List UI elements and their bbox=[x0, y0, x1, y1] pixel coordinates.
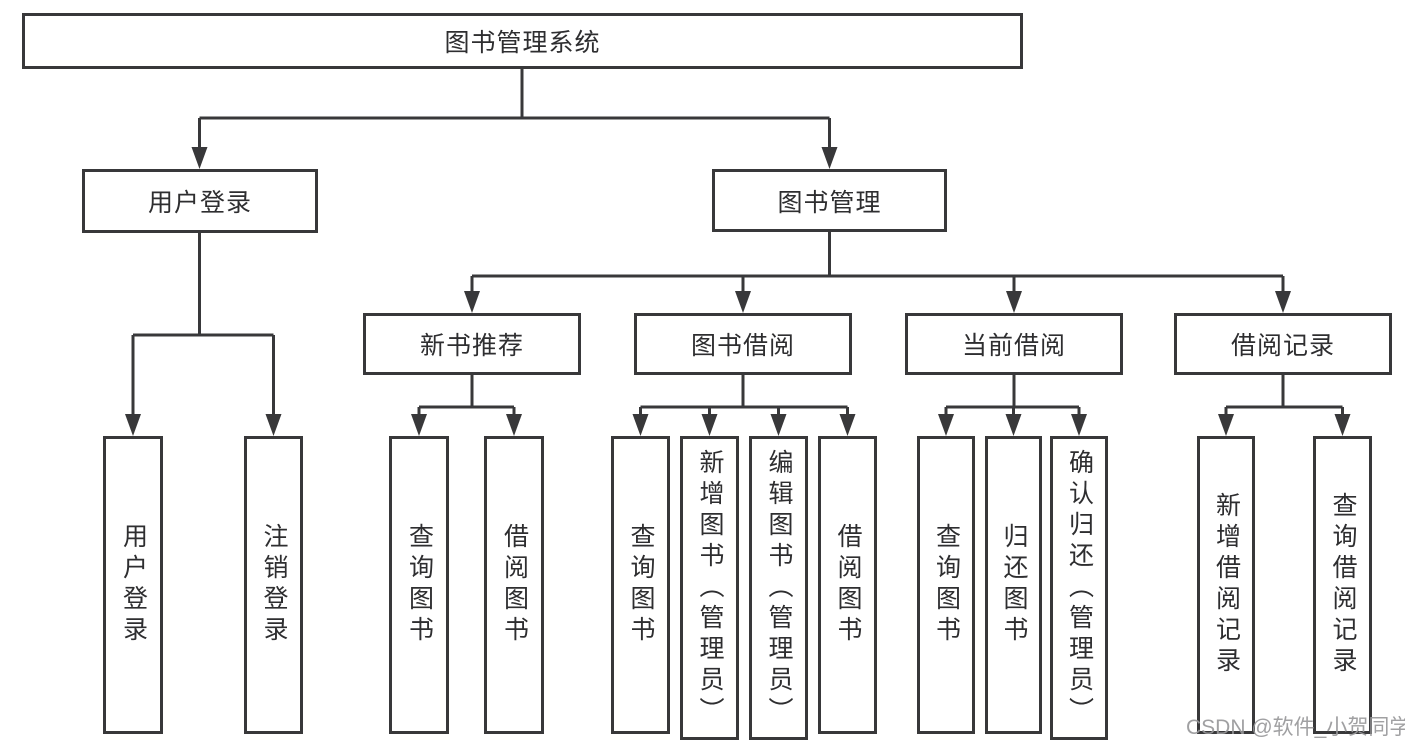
leaf-rec-query-books: 查询图书 bbox=[389, 436, 449, 734]
leaf-cb-return-books-label: 归还图书 bbox=[1000, 523, 1028, 647]
leaf-rec-borrow-books: 借阅图书 bbox=[484, 436, 544, 734]
node-book-mgmt: 图书管理 bbox=[712, 169, 947, 232]
arrowheads-user-login-leaves bbox=[125, 414, 282, 436]
connector-user-login-to-leaves bbox=[131, 233, 275, 418]
leaf-bb-query-books: 查询图书 bbox=[611, 436, 670, 734]
connector-book-borrow-to-leaves bbox=[639, 375, 849, 418]
leaf-user-login-label: 用户登录 bbox=[119, 523, 148, 647]
leaf-br-add-record: 新增借阅记录 bbox=[1197, 436, 1255, 734]
leaf-br-query-record-label: 查询借阅记录 bbox=[1329, 492, 1357, 678]
node-borrow-records: 借阅记录 bbox=[1174, 313, 1392, 375]
leaf-logout-label: 注销登录 bbox=[260, 523, 288, 647]
leaf-bb-add-books-admin: 新增图书（管理员） bbox=[680, 436, 739, 740]
node-book-borrow: 图书借阅 bbox=[634, 313, 852, 375]
csdn-watermark: CSDN @软件_小贺同学 bbox=[1186, 716, 1405, 739]
node-current-borrow-label: 当前借阅 bbox=[961, 332, 1066, 360]
node-root: 图书管理系统 bbox=[22, 13, 1023, 69]
connector-root-to-level2 bbox=[198, 68, 831, 150]
node-new-book-rec-label: 新书推荐 bbox=[419, 332, 524, 360]
leaf-br-add-record-label: 新增借阅记录 bbox=[1212, 492, 1241, 678]
leaf-cb-confirm-return-admin: 确认归还（管理员） bbox=[1050, 436, 1108, 740]
leaf-cb-query-books: 查询图书 bbox=[917, 436, 975, 734]
connector-current-borrow-to-leaves bbox=[944, 375, 1081, 418]
node-book-mgmt-label: 图书管理 bbox=[777, 188, 882, 217]
connector-new-book-rec-to-leaves bbox=[417, 375, 516, 418]
connector-borrow-records-to-leaves bbox=[1224, 375, 1344, 418]
arrowheads-book-borrow-leaves bbox=[632, 414, 856, 436]
leaf-rec-query-books-label: 查询图书 bbox=[405, 523, 434, 647]
leaf-cb-return-books: 归还图书 bbox=[985, 436, 1042, 734]
connector-book-mgmt-to-level3 bbox=[470, 232, 1285, 295]
arrowheads-new-book-rec-leaves bbox=[411, 414, 522, 436]
leaf-rec-borrow-books-label: 借阅图书 bbox=[500, 523, 529, 647]
leaf-bb-edit-books-admin: 编辑图书（管理员） bbox=[749, 436, 808, 740]
node-new-book-rec: 新书推荐 bbox=[363, 313, 581, 375]
leaf-bb-borrow-books-label: 借阅图书 bbox=[834, 523, 862, 647]
arrowheads-level2 bbox=[191, 147, 838, 169]
node-current-borrow: 当前借阅 bbox=[905, 313, 1123, 375]
arrowheads-level3 bbox=[464, 291, 1291, 313]
node-root-label: 图书管理系统 bbox=[444, 29, 601, 57]
arrowheads-current-borrow-leaves bbox=[938, 414, 1087, 436]
node-book-borrow-label: 图书借阅 bbox=[690, 332, 795, 360]
node-user-login-label: 用户登录 bbox=[147, 189, 252, 217]
leaf-bb-query-books-label: 查询图书 bbox=[627, 523, 655, 647]
leaf-cb-confirm-return-admin-label: 确认归还（管理员） bbox=[1065, 448, 1094, 728]
leaf-br-query-record: 查询借阅记录 bbox=[1313, 436, 1372, 734]
leaf-logout: 注销登录 bbox=[244, 436, 303, 734]
leaf-bb-borrow-books: 借阅图书 bbox=[818, 436, 877, 734]
leaf-user-login: 用户登录 bbox=[103, 436, 163, 734]
leaf-bb-add-books-admin-label: 新增图书（管理员） bbox=[696, 448, 724, 728]
leaf-cb-query-books-label: 查询图书 bbox=[932, 523, 961, 647]
node-borrow-records-label: 借阅记录 bbox=[1230, 332, 1335, 360]
leaf-bb-edit-books-admin-label: 编辑图书（管理员） bbox=[765, 448, 793, 728]
arrowheads-borrow-records-leaves bbox=[1218, 414, 1351, 436]
node-user-login: 用户登录 bbox=[82, 169, 318, 233]
